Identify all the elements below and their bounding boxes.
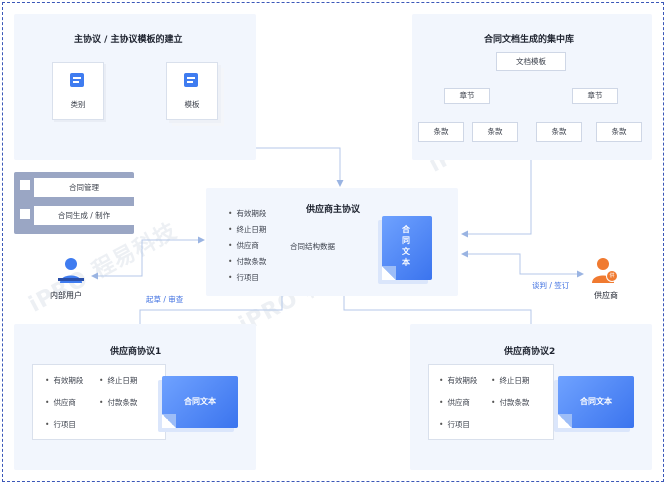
chapter-node: 章节: [572, 88, 618, 104]
agreement-1-fields-card: 有效期段 供应商 行项目 终止日期 付款条款: [32, 364, 166, 440]
field-end-date: 终止日期: [99, 373, 137, 395]
structure-data-label: 合同结构数据: [290, 242, 335, 251]
page-fold-icon: [162, 414, 176, 428]
field-line-items: 行项目: [228, 270, 266, 286]
connector-supplier-to-master: [461, 250, 584, 278]
connector-master-to-agreement1: [139, 296, 283, 324]
field-payment-terms: 付款条款: [99, 395, 137, 417]
agreement-1-document-label: 合同文本: [184, 397, 216, 406]
document-template-node: 文档模板: [496, 52, 566, 71]
diagram-frame: [2, 2, 664, 482]
page-fold-icon: [382, 266, 396, 280]
category-card: 类别: [52, 62, 104, 120]
template-setup-title: 主协议 / 主协议模板的建立: [74, 35, 183, 45]
negotiate-sign-label: 谈判 / 签订: [532, 281, 570, 290]
menu-item-contract-management[interactable]: 合同管理: [34, 178, 134, 197]
connector-master-to-agreement2: [343, 296, 532, 324]
clause-node: 条款: [596, 122, 642, 142]
supplier-agreement-2-title: 供应商协议2: [504, 347, 556, 357]
page-fold-icon: [558, 414, 572, 428]
field-payment-terms: 付款条款: [228, 254, 266, 270]
document-library-title: 合同文档生成的集中库: [484, 35, 575, 45]
field-end-date: 终止日期: [491, 373, 529, 395]
template-card-label: 模板: [184, 100, 200, 109]
field-supplier: 供应商: [439, 395, 477, 417]
field-validity-period: 有效期段: [439, 373, 477, 395]
master-contract-document-label: 合同文本: [402, 225, 410, 267]
supplier-icon: [592, 258, 618, 283]
template-setup-panel: 主协议 / 主协议模板的建立: [14, 14, 256, 160]
field-supplier: 供应商: [45, 395, 83, 417]
menu-item-contract-generation[interactable]: 合同生成 / 制作: [34, 206, 134, 225]
document-icon: [70, 73, 84, 87]
agreement-1-contract-document: 合同文本: [162, 376, 238, 428]
master-agreement-fields: 有效期段 终止日期 供应商 付款条款 行项目: [228, 206, 266, 286]
clause-node: 条款: [418, 122, 464, 142]
connector-user-to-master: [91, 236, 205, 280]
internal-user-label: 内部用户: [50, 291, 82, 300]
master-contract-document: 合同文本: [382, 216, 432, 280]
agreement-2-document-label: 合同文本: [580, 397, 612, 406]
supplier-label: 供应商: [594, 291, 618, 300]
agreement-2-fields-card: 有效期段 供应商 行项目 终止日期 付款条款: [428, 364, 554, 440]
template-card: 模板: [166, 62, 218, 120]
field-line-items: 行项目: [439, 417, 477, 439]
checkbox-icon: [20, 180, 30, 190]
clause-node: 条款: [472, 122, 518, 142]
clause-node: 条款: [536, 122, 582, 142]
supplier-badge: 供: [609, 273, 615, 279]
template-icon: [184, 73, 198, 87]
management-menu: 合同管理 合同生成 / 制作: [14, 172, 134, 234]
field-validity-period: 有效期段: [45, 373, 83, 395]
connector-library-to-master: [461, 160, 532, 238]
checkbox-icon: [20, 209, 30, 219]
field-line-items: 行项目: [45, 417, 83, 439]
master-agreement-title: 供应商主协议: [306, 205, 361, 215]
field-payment-terms: 付款条款: [491, 395, 529, 417]
category-card-label: 类别: [70, 100, 86, 109]
agreement-2-contract-document: 合同文本: [558, 376, 634, 428]
draft-review-label: 起草 / 审查: [146, 295, 184, 304]
field-end-date: 终止日期: [228, 222, 266, 238]
supplier-agreement-1-title: 供应商协议1: [110, 347, 162, 357]
field-validity-period: 有效期段: [228, 206, 266, 222]
internal-user-icon: [58, 258, 84, 283]
chapter-node: 章节: [444, 88, 490, 104]
field-supplier: 供应商: [228, 238, 266, 254]
